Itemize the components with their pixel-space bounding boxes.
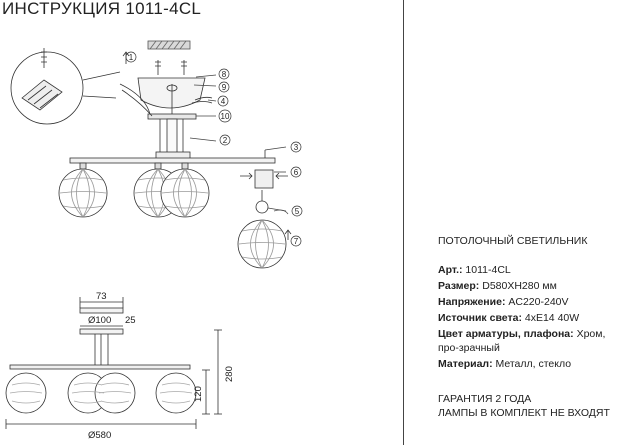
footer-notes: ГАРАНТИЯ 2 ГОДА ЛАМПЫ В КОМПЛЕКТ НЕ ВХОД… [438,392,610,420]
supply-wires [119,83,213,117]
glass-globes [58,162,287,269]
callout-2: 2 [223,136,228,145]
canopy [137,77,206,120]
callout-labels: 1 2 3 4 5 6 7 8 9 10 [129,53,300,246]
spec-light-source: Источник света: 4xE14 40W [438,312,580,324]
dimension-labels: 73 Ø100 25 280 120 Ø580 [88,291,235,441]
main-arm [69,150,276,164]
assembly-drawing: 1 2 3 4 5 6 7 8 9 10 [5,40,303,441]
dim-25: 25 [125,315,136,326]
callout-7: 7 [294,237,299,246]
page-title: ИНСТРУКЦИЯ 1011-4CL [2,0,202,18]
globe-1 [58,162,108,218]
callout-3: 3 [294,143,299,152]
callout-10: 10 [221,112,230,121]
mount-bracket [155,118,191,162]
ceiling-hatch [147,40,191,50]
spec-article: Арт.: 1011-4CL [438,264,511,276]
arrow-icons [122,51,292,240]
callout-9: 9 [222,83,227,92]
ceiling-screws [155,60,187,75]
lamp-holder [240,169,289,215]
column-divider [403,0,404,445]
leader-lines [189,74,287,212]
dim-120: 120 [193,386,204,402]
dim-100: Ø100 [88,315,111,326]
terminal-block-inset [10,48,121,125]
dim-73: 73 [96,291,107,302]
globe-4 [237,219,287,269]
product-type: ПОТОЛОЧНЫЙ СВЕТИЛЬНИК [438,235,588,247]
dimension-view [5,297,222,429]
callout-5: 5 [295,207,300,216]
spec-color: Цвет арматуры, плафона: Хром, про-зрачны… [438,328,606,354]
callout-4: 4 [221,97,226,106]
spec-size: Размер: D580XH280 мм [438,280,557,292]
callout-1: 1 [129,53,134,62]
globe-3 [160,162,210,218]
callout-8: 8 [222,70,227,79]
spec-voltage: Напряжение: AC220-240V [438,296,569,308]
lamps-note: ЛАМПЫ В КОМПЛЕКТ НЕ ВХОДЯТ [438,407,610,419]
spec-material: Материал: Металл, стекло [438,358,572,370]
callout-6: 6 [294,168,299,177]
spec-list: Арт.: 1011-4CL Размер: D580XH280 мм Напр… [438,263,624,373]
dim-280: 280 [224,366,235,382]
dim-580: Ø580 [88,430,111,441]
warranty-note: ГАРАНТИЯ 2 ГОДА [438,393,532,405]
